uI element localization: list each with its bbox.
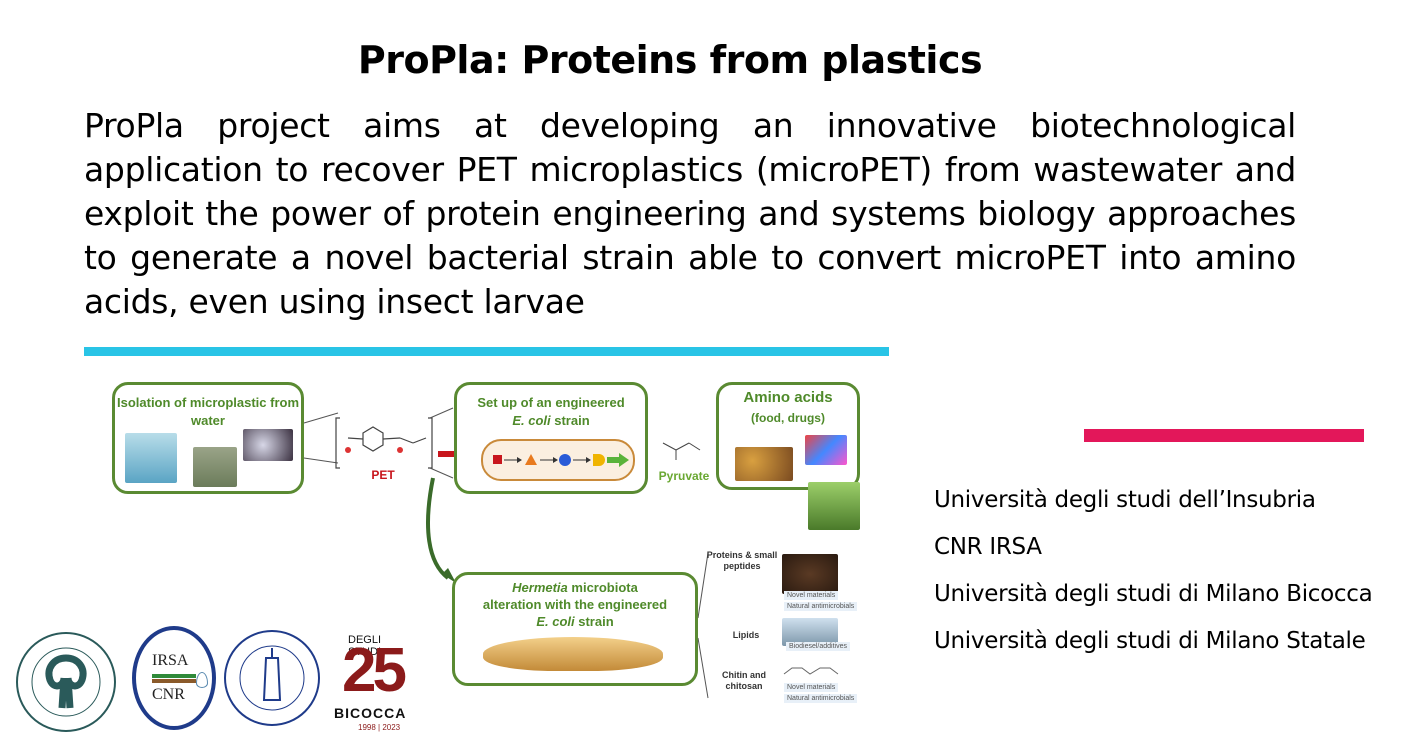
irsa-stripe-green <box>152 674 196 678</box>
bicocca-years: 1998 | 2023 <box>358 723 401 732</box>
pet-label: PET <box>371 468 395 482</box>
pyruvate-label: Pyruvate <box>658 469 710 483</box>
box-amino-title: Amino acids <box>743 389 833 406</box>
blue-divider <box>84 347 889 356</box>
output-lipids-tag-1: Biodiesel/additives <box>786 642 850 651</box>
money-icon <box>808 482 860 530</box>
page-title: ProPla: Proteins from plastics <box>357 38 983 82</box>
box-hermetia-title: Hermetia microbiota alteration with the … <box>455 579 695 630</box>
oxygen-dot-icon <box>345 447 351 453</box>
process-diagram: Isolation of microplastic from water PET… <box>108 378 878 708</box>
box-isolation-title: Isolation of microplastic from water <box>116 395 300 428</box>
institution-cnr-irsa: CNR IRSA <box>934 534 1042 560</box>
bicocca-25: 25 <box>342 636 407 705</box>
box-hermetia-ecoli: E. coli <box>536 614 575 629</box>
lipids-photo <box>782 618 838 646</box>
water-drop-icon <box>196 672 208 688</box>
output-proteins-label: Proteins & small peptides <box>706 550 778 571</box>
metabolic-pathway-icon <box>493 453 629 467</box>
hermetia-word: Hermetia <box>512 580 568 595</box>
irsa-text: IRSA <box>152 652 189 669</box>
wastewater-plant-photo <box>193 447 237 487</box>
pyruvate-structure-icon <box>662 442 701 460</box>
output-chitin-tag-1: Novel materials <box>784 683 839 692</box>
irsa-stripe-brown <box>152 679 196 683</box>
box-engineered-ecoli: E. coli <box>512 413 551 428</box>
box-hermetia: Hermetia microbiota alteration with the … <box>452 572 698 686</box>
box-isolation: Isolation of microplastic from water <box>112 382 304 494</box>
microbiota-word: microbiota <box>567 580 638 595</box>
output-proteins-tag-2: Natural antimicrobials <box>784 602 858 611</box>
box-hermetia-line2: alteration with the engineered <box>482 597 668 612</box>
institution-bicocca: Università degli studi di Milano Bicocca <box>934 581 1373 607</box>
bacterium-cell <box>481 439 635 481</box>
insubria-logo <box>16 632 116 732</box>
pink-divider <box>1084 429 1364 442</box>
pet-structure-icon <box>335 417 433 469</box>
water-photo <box>125 433 177 483</box>
output-proteins-tag-1: Novel materials <box>784 591 839 600</box>
box-engineered-strain: Set up of an engineered E. coli strain <box>454 382 648 494</box>
bicocca-logo: DEGLI STUDI 25 BICOCCA 1998 | 2023 <box>334 632 416 734</box>
institution-insubria: Università degli studi dell’Insubria <box>934 487 1316 513</box>
project-description: ProPla project aims at developing an inn… <box>84 106 1296 321</box>
box-engineered-strain-word: strain <box>550 413 590 428</box>
output-chitin-tag-2: Natural antimicrobials <box>784 694 858 703</box>
box-amino-subtitle: (food, drugs) <box>751 411 825 425</box>
chitin-structure-icon <box>783 667 839 675</box>
protein-powder-photo <box>782 554 838 594</box>
box-engineered-title: Set up of an engineered E. coli strain <box>457 394 645 430</box>
output-lipids-label: Lipids <box>732 630 760 640</box>
institution-statale: Università degli studi di Milano Statale <box>934 628 1366 654</box>
statale-logo <box>224 630 320 726</box>
food-photo <box>735 447 793 481</box>
box-hermetia-strain-word: strain <box>574 614 614 629</box>
drugs-photo <box>805 435 847 465</box>
larva-illustration <box>483 637 663 671</box>
oxygen-dot-icon <box>397 447 403 453</box>
box-engineered-line1: Set up of an engineered <box>477 395 625 410</box>
box-amino-acids: Amino acids (food, drugs) <box>716 382 860 490</box>
bicocca-side-text: DEGLI STUDI <box>348 634 382 658</box>
microplastics-photo <box>243 429 293 461</box>
cnr-text: CNR <box>152 686 185 703</box>
curved-arrow-icon <box>426 477 450 580</box>
bicocca-name: BICOCCA <box>334 705 407 721</box>
irsa-cnr-logo: IRSA CNR <box>132 626 216 730</box>
output-chitin-label: Chitin and chitosan <box>722 670 766 691</box>
